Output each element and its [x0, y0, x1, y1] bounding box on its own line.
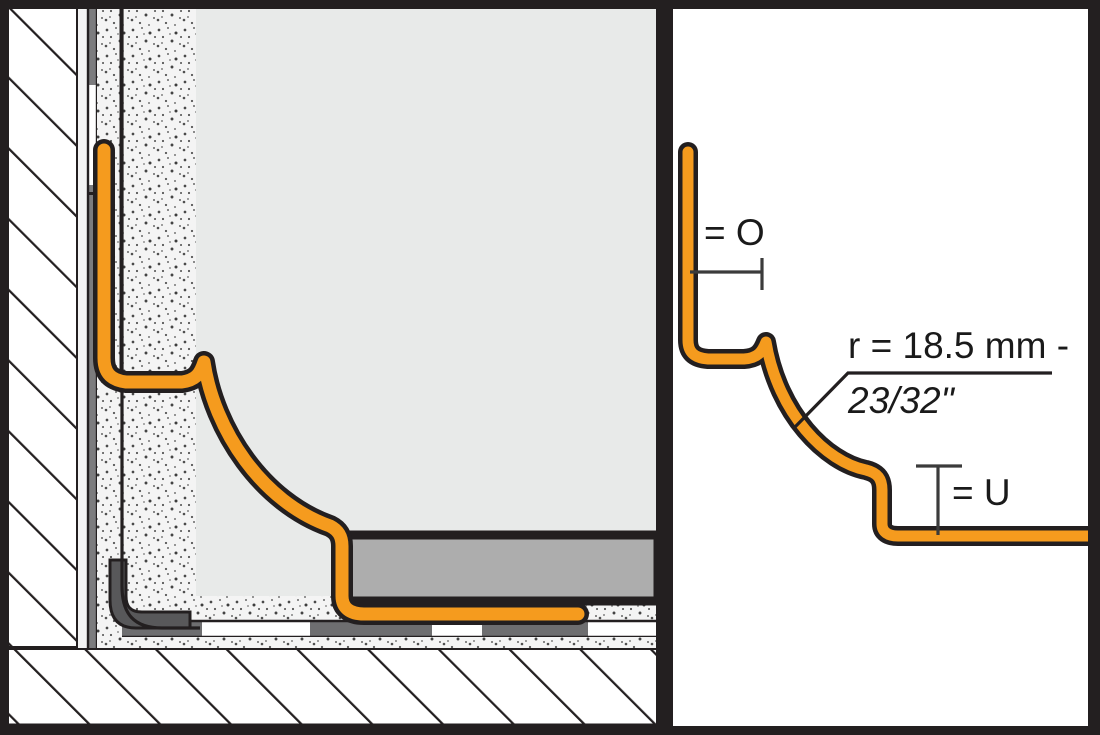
wall-membrane-gap-upper — [88, 85, 97, 185]
floor-substrate-hatch — [7, 648, 658, 728]
dimension-o: = O — [690, 212, 765, 290]
floor-membrane-seg-3 — [482, 622, 588, 636]
wall-membrane-seam-upper — [88, 192, 97, 195]
floor-membrane-seg-2 — [310, 622, 432, 636]
profile-section-panel: = O r = 18.5 mm - 23/32" = U — [665, 7, 1093, 728]
dimension-u-label: = U — [952, 472, 1011, 513]
floor-membrane-gap-3 — [588, 622, 658, 636]
floor-membrane-gap-2 — [432, 622, 482, 636]
installation-section-panel — [7, 7, 658, 728]
dimension-radius-label-metric: r = 18.5 mm - — [848, 325, 1069, 366]
mortar-package-outline — [120, 7, 200, 630]
floor-levelling-mortar — [122, 637, 658, 648]
room-interior-overlay — [196, 7, 658, 612]
profile-body — [682, 146, 1093, 542]
wall-bonding-layer — [78, 7, 88, 648]
dimension-o-label: = O — [704, 212, 765, 253]
dimension-u: = U — [916, 464, 1011, 535]
dimension-radius: r = 18.5 mm - 23/32" — [793, 325, 1069, 429]
cove-profile-body — [97, 143, 585, 621]
dimension-radius-label-imperial: 23/32" — [847, 380, 956, 421]
cove-backing-mortar — [122, 7, 600, 640]
dimension-radius-leader — [793, 371, 1052, 429]
floor-tile — [335, 530, 658, 606]
floor-membrane-gap-1 — [202, 622, 310, 636]
wall-substrate-hatch — [7, 7, 78, 728]
wall-waterproofing-membrane — [88, 7, 97, 648]
corner-membrane-bend — [108, 558, 192, 630]
